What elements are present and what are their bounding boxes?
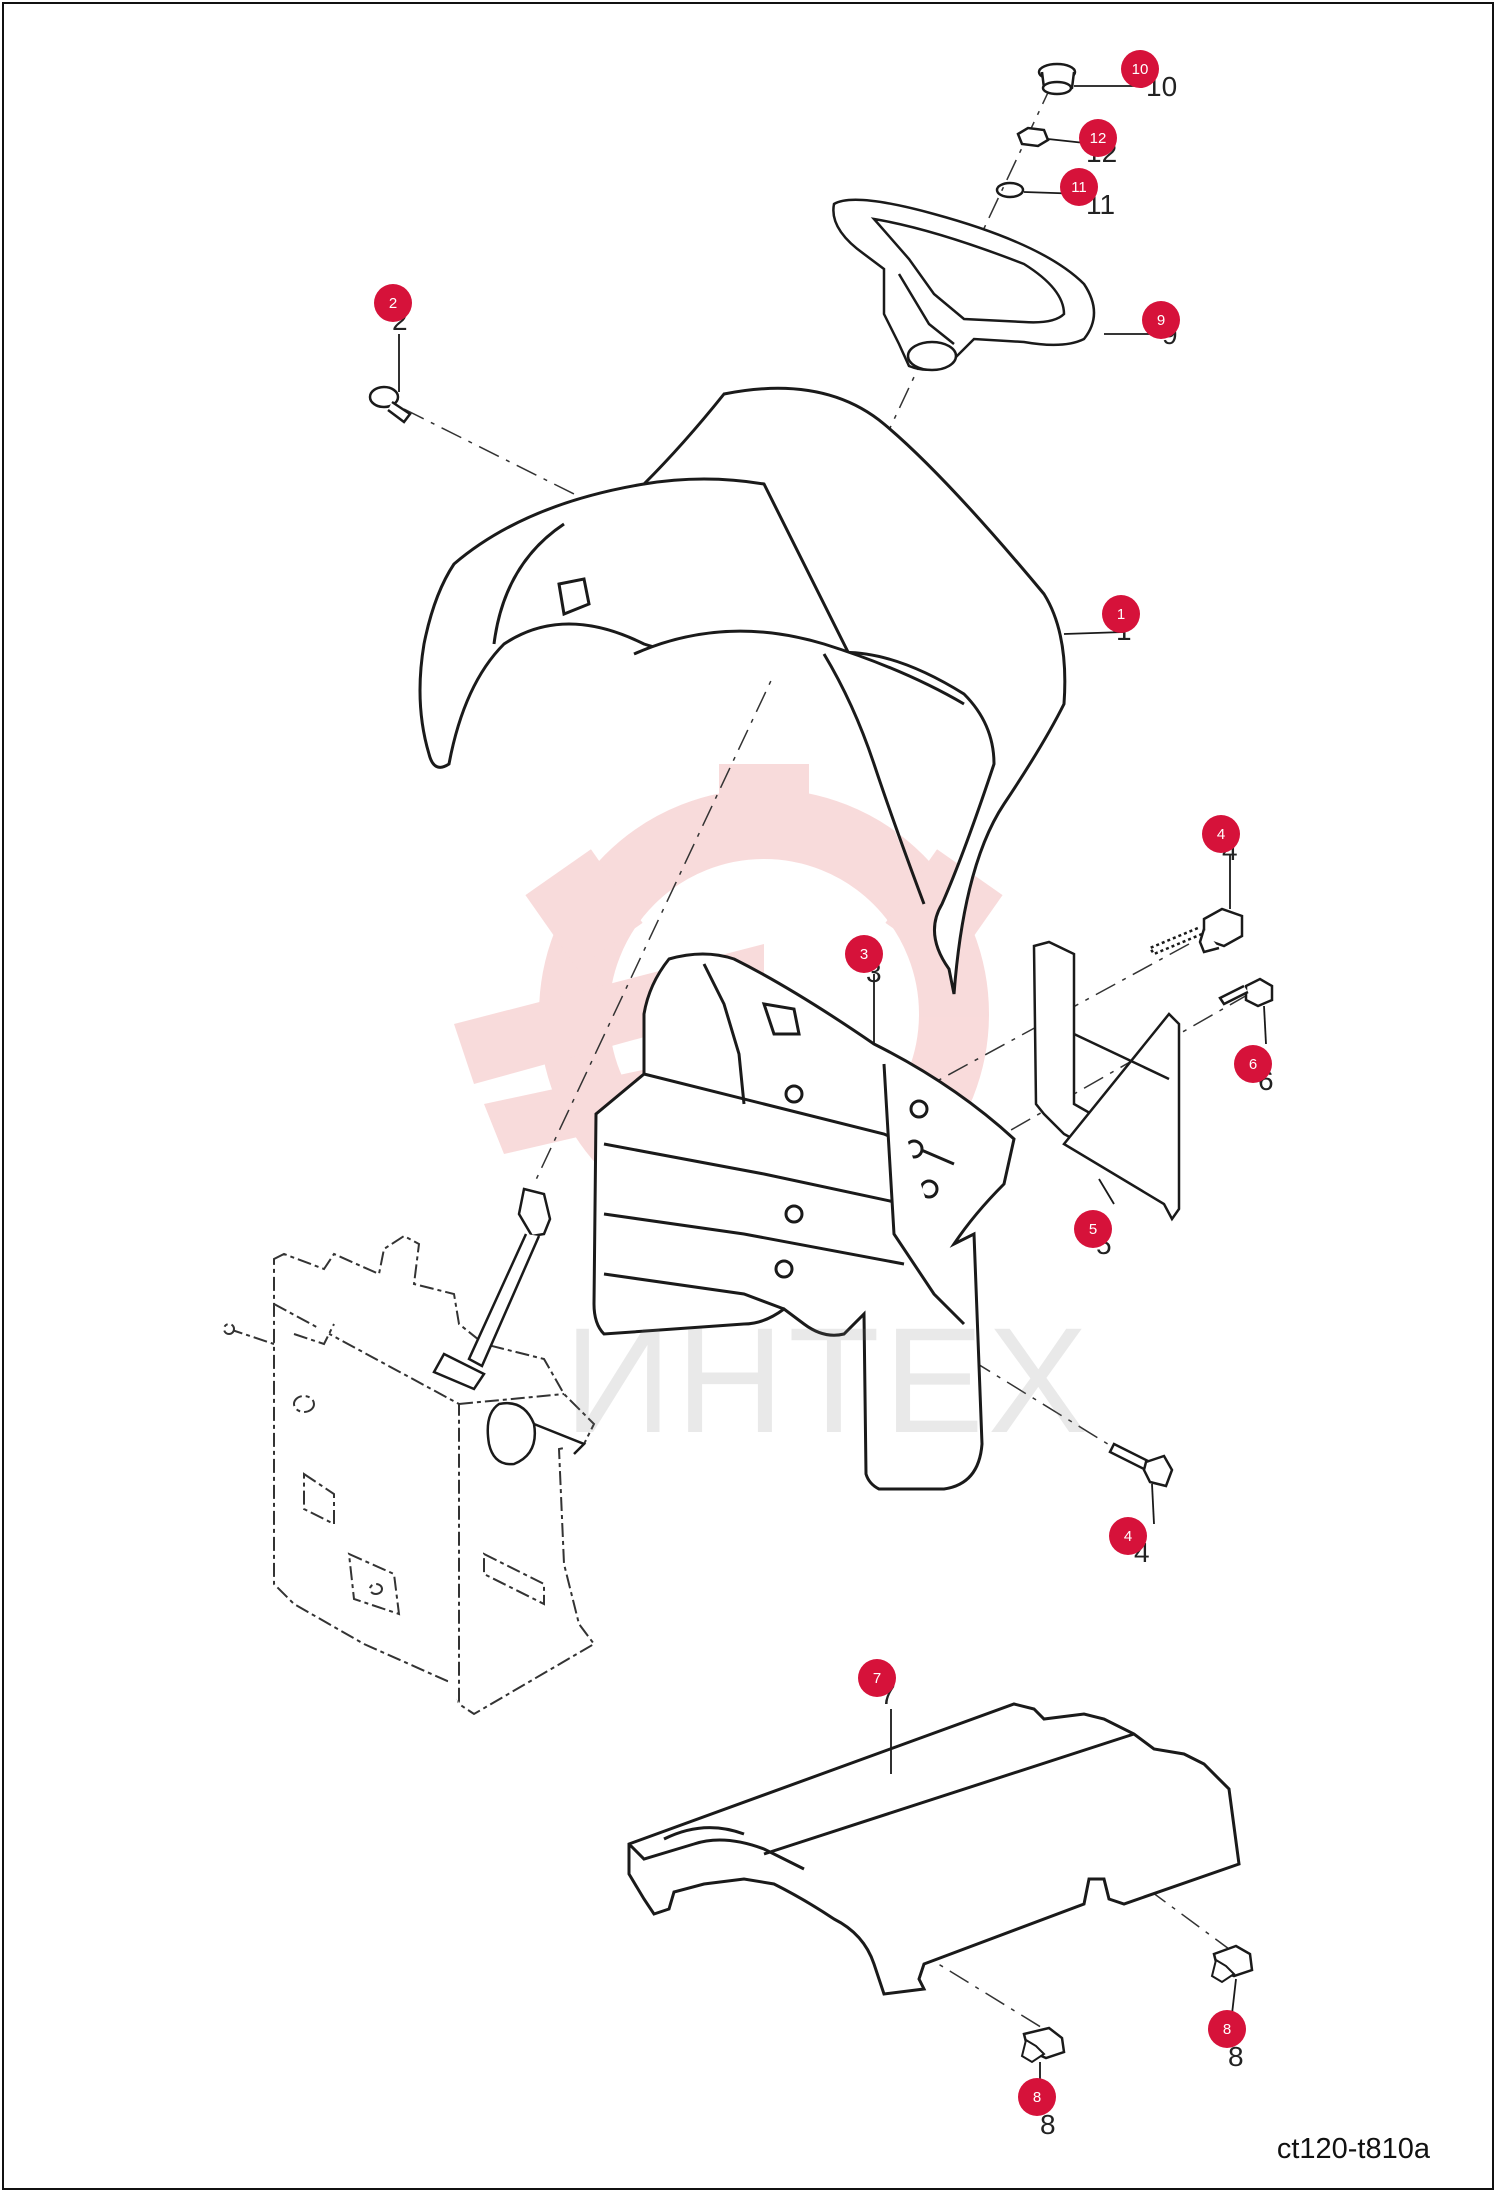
num-8-left: 8: [1040, 2109, 1056, 2140]
callout-3-label: 3: [860, 946, 868, 963]
callout-4-upper-label: 4: [1217, 826, 1225, 843]
callout-10[interactable]: 10: [1121, 50, 1159, 88]
callout-9[interactable]: 9: [1142, 301, 1180, 339]
callout-9-label: 9: [1157, 312, 1165, 329]
part-3-lower-panel: [592, 952, 1016, 1491]
part-8-screw-right: [1210, 1944, 1254, 1984]
part-1-upper-cover: [418, 386, 1067, 995]
callout-4-upper[interactable]: 4: [1202, 815, 1240, 853]
drawing-id: ct120-t810a: [1276, 2133, 1430, 2165]
callout-2-label: 2: [389, 295, 397, 312]
part-9-steering-wheel: [832, 198, 1096, 372]
callout-6[interactable]: 6: [1234, 1045, 1272, 1083]
callout-8-left[interactable]: 8: [1018, 2078, 1056, 2116]
part-11-washer: [995, 181, 1025, 199]
part-4-bolt-upper: [1148, 907, 1244, 956]
callout-8-left-label: 8: [1033, 2089, 1041, 2106]
callout-4-lower[interactable]: 4: [1109, 1517, 1147, 1555]
part-4-bolt-lower: [1108, 1442, 1174, 1488]
callout-12-label: 12: [1090, 130, 1107, 147]
callout-7-label: 7: [873, 1670, 881, 1687]
part-8-screw-left: [1020, 2026, 1066, 2064]
callout-1-label: 1: [1117, 606, 1125, 623]
num-8-right: 8: [1228, 2041, 1244, 2072]
part-7-bottom-plate: [627, 1702, 1241, 1996]
callout-3[interactable]: 3: [845, 935, 883, 973]
steering-shaft: [432, 1187, 587, 1466]
steering-column-frame: [223, 1234, 596, 1716]
part-2-screw: [368, 385, 412, 424]
callout-8-right[interactable]: 8: [1208, 2010, 1246, 2048]
callout-5[interactable]: 5: [1074, 1210, 1112, 1248]
callout-2[interactable]: 2: [374, 284, 412, 322]
callout-6-label: 6: [1249, 1056, 1257, 1073]
part-5-bracket: [1032, 940, 1181, 1222]
part-10-cap: [1037, 62, 1077, 96]
callout-12[interactable]: 12: [1079, 119, 1117, 157]
part-12-nut: [1016, 126, 1050, 148]
callout-7[interactable]: 7: [858, 1659, 896, 1697]
callout-4-lower-label: 4: [1124, 1528, 1132, 1545]
callout-10-label: 10: [1132, 61, 1149, 78]
exploded-parts-diagram: 10 12 11 9 2 1 4 3 6 5 4 7 8 8 10 12 11 …: [223, 50, 1274, 2140]
leader-lines: [398, 85, 1267, 2084]
part-6-bolt: [1218, 977, 1274, 1008]
callout-11[interactable]: 11: [1060, 168, 1098, 206]
callout-5-label: 5: [1089, 1221, 1097, 1238]
callout-bubbles: 10 12 11 9 2 1 4 3 6 5 4 7 8 8: [374, 50, 1272, 2116]
callout-8-right-label: 8: [1223, 2021, 1231, 2038]
callout-1[interactable]: 1: [1102, 595, 1140, 633]
callout-11-label: 11: [1071, 179, 1087, 196]
